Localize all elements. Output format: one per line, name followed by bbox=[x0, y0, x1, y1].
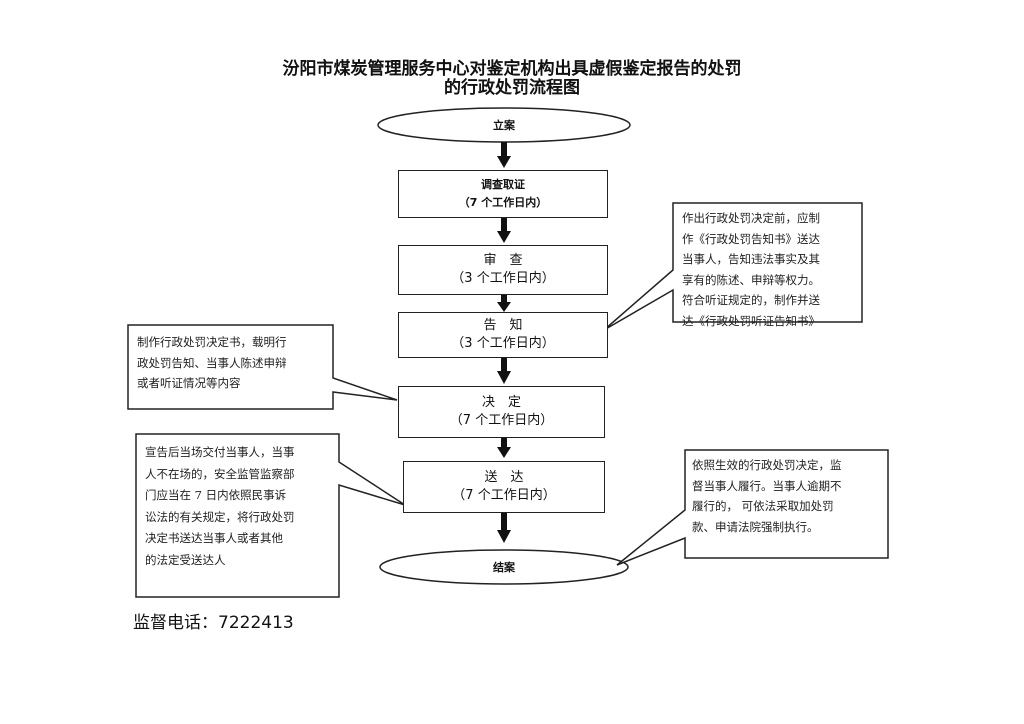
note-delivery-line: 的法定受送达人 bbox=[145, 552, 226, 567]
note-execution-line: 督当事人履行。当事人逾期不 bbox=[692, 478, 842, 493]
callout-delivery bbox=[135, 433, 406, 598]
note-delivery-line: 门应当在 7 日内依照民事诉 bbox=[145, 488, 287, 502]
arrow-4 bbox=[497, 357, 511, 384]
note-decision: 制作行政处罚决定书，载明行 政处罚告知、当事人陈述申辩 或者听证情况等内容 bbox=[137, 332, 287, 394]
arrow-5 bbox=[497, 437, 511, 458]
step-review-name: 审 查 bbox=[483, 253, 523, 268]
note-decision-line: 制作行政处罚决定书，载明行 bbox=[137, 335, 287, 349]
note-notice-line: 作出行政处罚决定前，应制 bbox=[682, 211, 820, 225]
note-delivery-line: 宣告后当场交付当事人，当事 bbox=[145, 445, 295, 459]
note-execution: 依照生效的行政处罚决定，监 督当事人履行。当事人逾期不 履行的， 可依法采取加处… bbox=[692, 455, 842, 537]
note-notice-line: 达《行政处罚听证告知书》 bbox=[682, 313, 820, 328]
note-execution-line: 款、申请法院强制执行。 bbox=[692, 519, 819, 534]
step-delivery-time: （7 个工作日内） bbox=[452, 488, 556, 503]
step-delivery-name: 送 达 bbox=[484, 470, 524, 485]
chart-title-line2: 的行政处罚流程图 bbox=[444, 78, 580, 98]
note-notice: 作出行政处罚决定前，应制 作《行政处罚告知书》送达 当事人，告知违法事实及其 享… bbox=[682, 208, 820, 331]
callout-execution bbox=[616, 449, 889, 566]
step-notice-name: 告 知 bbox=[483, 318, 523, 333]
callout-notice bbox=[603, 202, 863, 331]
step-investigation-name: 调查取证 bbox=[481, 178, 525, 191]
step-decision-box: 决 定 （7 个工作日内） bbox=[398, 386, 605, 438]
note-notice-line: 当事人，告知违法事实及其 bbox=[682, 252, 820, 266]
note-execution-line: 履行的， 可依法采取加处罚 bbox=[692, 499, 834, 513]
arrow-3 bbox=[497, 295, 511, 312]
note-delivery-line: 决定书送达当事人或者其他 bbox=[145, 531, 283, 545]
step-decision-time: （7 个工作日内） bbox=[449, 413, 554, 428]
note-delivery-line: 人不在场的，安全监管监察部 bbox=[145, 466, 295, 481]
arrow-6 bbox=[497, 512, 511, 543]
step-delivery-box: 送 达 （7 个工作日内） bbox=[403, 461, 605, 513]
step-notice-time: （3 个工作日内） bbox=[451, 336, 555, 351]
arrow-1 bbox=[497, 142, 511, 168]
step-investigation-box: 调查取证 （7 个工作日内） bbox=[398, 170, 608, 218]
callout-decision bbox=[127, 324, 398, 410]
note-delivery-line: 讼法的有关规定，将行政处罚 bbox=[145, 509, 295, 524]
step-review-box: 审 查 （3 个工作日内） bbox=[398, 245, 608, 295]
note-delivery: 宣告后当场交付当事人，当事 人不在场的，安全监管监察部 门应当在 7 日内依照民… bbox=[145, 442, 295, 571]
arrow-2 bbox=[497, 217, 511, 243]
note-decision-line: 或者听证情况等内容 bbox=[137, 376, 241, 390]
flow-arrows bbox=[497, 142, 511, 543]
note-notice-line: 符合听证规定的，制作并送 bbox=[682, 293, 820, 307]
step-investigation-time: （7 个工作日内） bbox=[458, 196, 548, 209]
end-label: 结案 bbox=[493, 561, 515, 574]
chart-title-line1: 汾阳市煤炭管理服务中心对鉴定机构出具虚假鉴定报告的处罚 bbox=[282, 59, 742, 79]
end-ellipse bbox=[379, 549, 629, 585]
step-decision-name: 决 定 bbox=[481, 395, 521, 410]
note-notice-line: 作《行政处罚告知书》送达 bbox=[682, 231, 820, 246]
start-label: 立案 bbox=[493, 119, 515, 132]
supervision-phone: 监督电话：7222413 bbox=[133, 613, 294, 633]
note-decision-line: 政处罚告知、当事人陈述申辩 bbox=[137, 355, 287, 370]
note-notice-line: 享有的陈述、申辩等权力。 bbox=[682, 272, 820, 287]
step-review-time: （3 个工作日内） bbox=[451, 271, 555, 286]
note-execution-line: 依照生效的行政处罚决定，监 bbox=[692, 458, 842, 472]
step-notice-box: 告 知 （3 个工作日内） bbox=[398, 312, 608, 358]
